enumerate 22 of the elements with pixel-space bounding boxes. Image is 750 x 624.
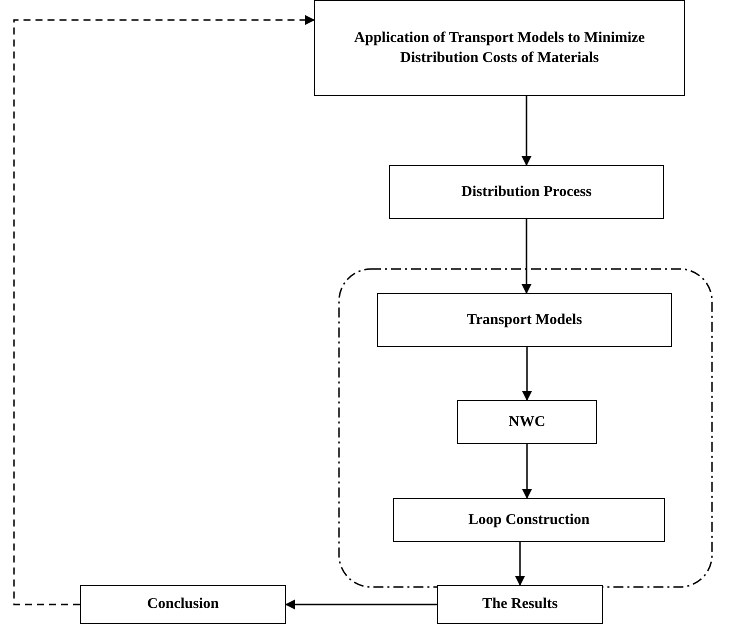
arrow [285, 600, 437, 610]
box-label: Distribution Process [460, 182, 593, 202]
box-label: The Results [481, 595, 559, 614]
process-box [389, 165, 664, 219]
box-label: NWC [508, 412, 546, 432]
arrow [522, 219, 532, 294]
dash-dot-group-frame [338, 268, 713, 588]
process-box [314, 0, 685, 96]
box-label: Application of Transport Models to Minimize Distribution Costs of Materials [353, 28, 646, 68]
box-label: Loop Construction [467, 510, 591, 530]
process-box [80, 585, 286, 624]
arrow [522, 347, 532, 401]
arrow [522, 444, 532, 499]
arrow [515, 542, 525, 586]
process-box [457, 400, 597, 444]
box-label: Conclusion [146, 595, 220, 614]
arrow [522, 96, 532, 166]
arrow [13, 15, 315, 606]
process-box [393, 498, 665, 542]
process-box [377, 293, 672, 347]
process-box [437, 585, 603, 624]
box-label: Transport Models [466, 310, 584, 330]
